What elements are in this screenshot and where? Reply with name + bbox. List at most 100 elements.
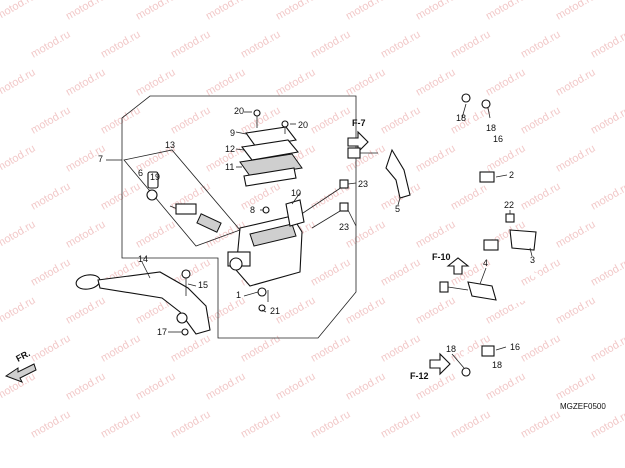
- watermark-text: motod.ru: [344, 218, 388, 250]
- watermark-text: motod.ru: [134, 66, 178, 98]
- watermark-text: motod.ru: [29, 332, 73, 364]
- watermark-text: motod.ru: [99, 104, 143, 136]
- label-23: 23: [358, 179, 368, 189]
- watermark-text: motod.ru: [134, 370, 178, 402]
- watermark-text: motod.ru: [484, 142, 528, 174]
- watermark-text: motod.ru: [309, 408, 353, 440]
- watermark-text: motod.ru: [239, 332, 283, 364]
- label-14: 14: [138, 254, 148, 264]
- watermark-text: motod.ru: [554, 294, 598, 326]
- watermark-text: motod.ru: [344, 370, 388, 402]
- label-6: 6: [138, 168, 143, 178]
- label-5: 5: [395, 204, 400, 214]
- watermark-text: motod.ru: [414, 218, 458, 250]
- watermark-text: motod.ru: [484, 370, 528, 402]
- watermark-text: motod.ru: [554, 0, 598, 23]
- watermark-text: motod.ru: [0, 66, 38, 98]
- watermark-text: motod.ru: [0, 294, 38, 326]
- master-cylinder-body: [227, 215, 303, 312]
- watermark-text: motod.ru: [64, 218, 108, 250]
- watermark-text: motod.ru: [309, 332, 353, 364]
- watermark-text: motod.ru: [309, 104, 353, 136]
- assembly-outline: [121, 95, 357, 339]
- label-20: 20: [234, 106, 244, 116]
- label-12: 12: [225, 144, 235, 154]
- watermark-text: motod.ru: [554, 66, 598, 98]
- clamp-bolts: [262, 179, 349, 229]
- watermark-text: motod.ru: [589, 180, 625, 212]
- label-15: 15: [198, 280, 208, 290]
- watermark-text: motod.ru: [64, 66, 108, 98]
- label-4: 4: [483, 258, 488, 268]
- label-23: 23: [339, 222, 349, 232]
- watermark-text: motod.ru: [204, 0, 248, 23]
- watermark-text: motod.ru: [414, 66, 458, 98]
- watermark-text: motod.ru: [519, 408, 563, 440]
- diagram-code: MGZEF0500: [560, 402, 606, 411]
- watermark-text: motod.ru: [519, 180, 563, 212]
- label-11: 11: [225, 162, 234, 172]
- piston-kit: [123, 149, 241, 247]
- watermark-text: motod.ru: [99, 408, 143, 440]
- label-19: 19: [150, 172, 160, 182]
- watermark-text: motod.ru: [204, 370, 248, 402]
- label-18: 18: [456, 113, 466, 123]
- label-7: 7: [98, 154, 103, 164]
- watermark-text: motod.ru: [309, 256, 353, 288]
- front-arrow: [4, 363, 37, 383]
- label-3: 3: [530, 255, 535, 265]
- watermark-text: motod.ru: [274, 0, 318, 23]
- watermark-text: motod.ru: [169, 28, 213, 60]
- watermark-text: motod.ru: [0, 0, 38, 23]
- watermark-text: motod.ru: [414, 294, 458, 326]
- watermark-text: motod.ru: [99, 180, 143, 212]
- label-2: 2: [509, 170, 514, 180]
- watermark-text: motod.ru: [519, 28, 563, 60]
- watermark-text: motod.ru: [554, 142, 598, 174]
- watermark-text: motod.ru: [589, 28, 625, 60]
- watermark-text: motod.ru: [29, 256, 73, 288]
- label-13: 13: [165, 140, 175, 150]
- ref-f10: F-10: [432, 252, 451, 262]
- watermark-text: motod.ru: [309, 28, 353, 60]
- watermark-text: motod.ru: [169, 408, 213, 440]
- ref-f12: F-12: [410, 371, 429, 381]
- watermark-text: motod.ru: [204, 66, 248, 98]
- watermark-text: motod.ru: [134, 0, 178, 23]
- watermark-text: motod.ru: [29, 104, 73, 136]
- label-16: 16: [493, 134, 503, 144]
- watermark-text: motod.ru: [554, 218, 598, 250]
- watermark-text: motod.ru: [64, 0, 108, 23]
- watermark-text: motod.ru: [379, 408, 423, 440]
- watermark-text: motod.ru: [344, 66, 388, 98]
- watermark-text: motod.ru: [379, 332, 423, 364]
- watermark-text: motod.ru: [0, 218, 38, 250]
- watermark-text: motod.ru: [0, 142, 38, 174]
- ref-f7: F-7: [352, 118, 366, 128]
- label-8: 8: [250, 205, 255, 215]
- reference-arrows: [429, 257, 470, 376]
- label-18: 18: [446, 344, 456, 354]
- watermark-layer: motod.ru motod.ru motod.ru motod.ru motod.ru…: [0, 0, 625, 441]
- label-1: 1: [236, 290, 241, 300]
- watermark-text: motod.ru: [274, 66, 318, 98]
- watermark-text: motod.ru: [29, 180, 73, 212]
- brake-hose: [439, 93, 543, 377]
- watermark-text: motod.ru: [484, 66, 528, 98]
- watermark-text: motod.ru: [414, 0, 458, 23]
- label-22: 22: [504, 200, 514, 210]
- watermark-text: motod.ru: [589, 256, 625, 288]
- watermark-text: motod.ru: [99, 28, 143, 60]
- watermark-text: motod.ru: [554, 370, 598, 402]
- brake-lever: [75, 269, 211, 336]
- watermark-text: motod.ru: [169, 104, 213, 136]
- watermark-text: motod.ru: [519, 104, 563, 136]
- reservoir-cap: [239, 126, 303, 187]
- watermark-text: motod.ru: [519, 332, 563, 364]
- reference-tags: F-7 F-10 F-12 FR. MGZEF0500: [14, 118, 606, 411]
- watermark-text: motod.ru: [169, 332, 213, 364]
- label-18: 18: [486, 123, 496, 133]
- watermark-text: motod.ru: [379, 104, 423, 136]
